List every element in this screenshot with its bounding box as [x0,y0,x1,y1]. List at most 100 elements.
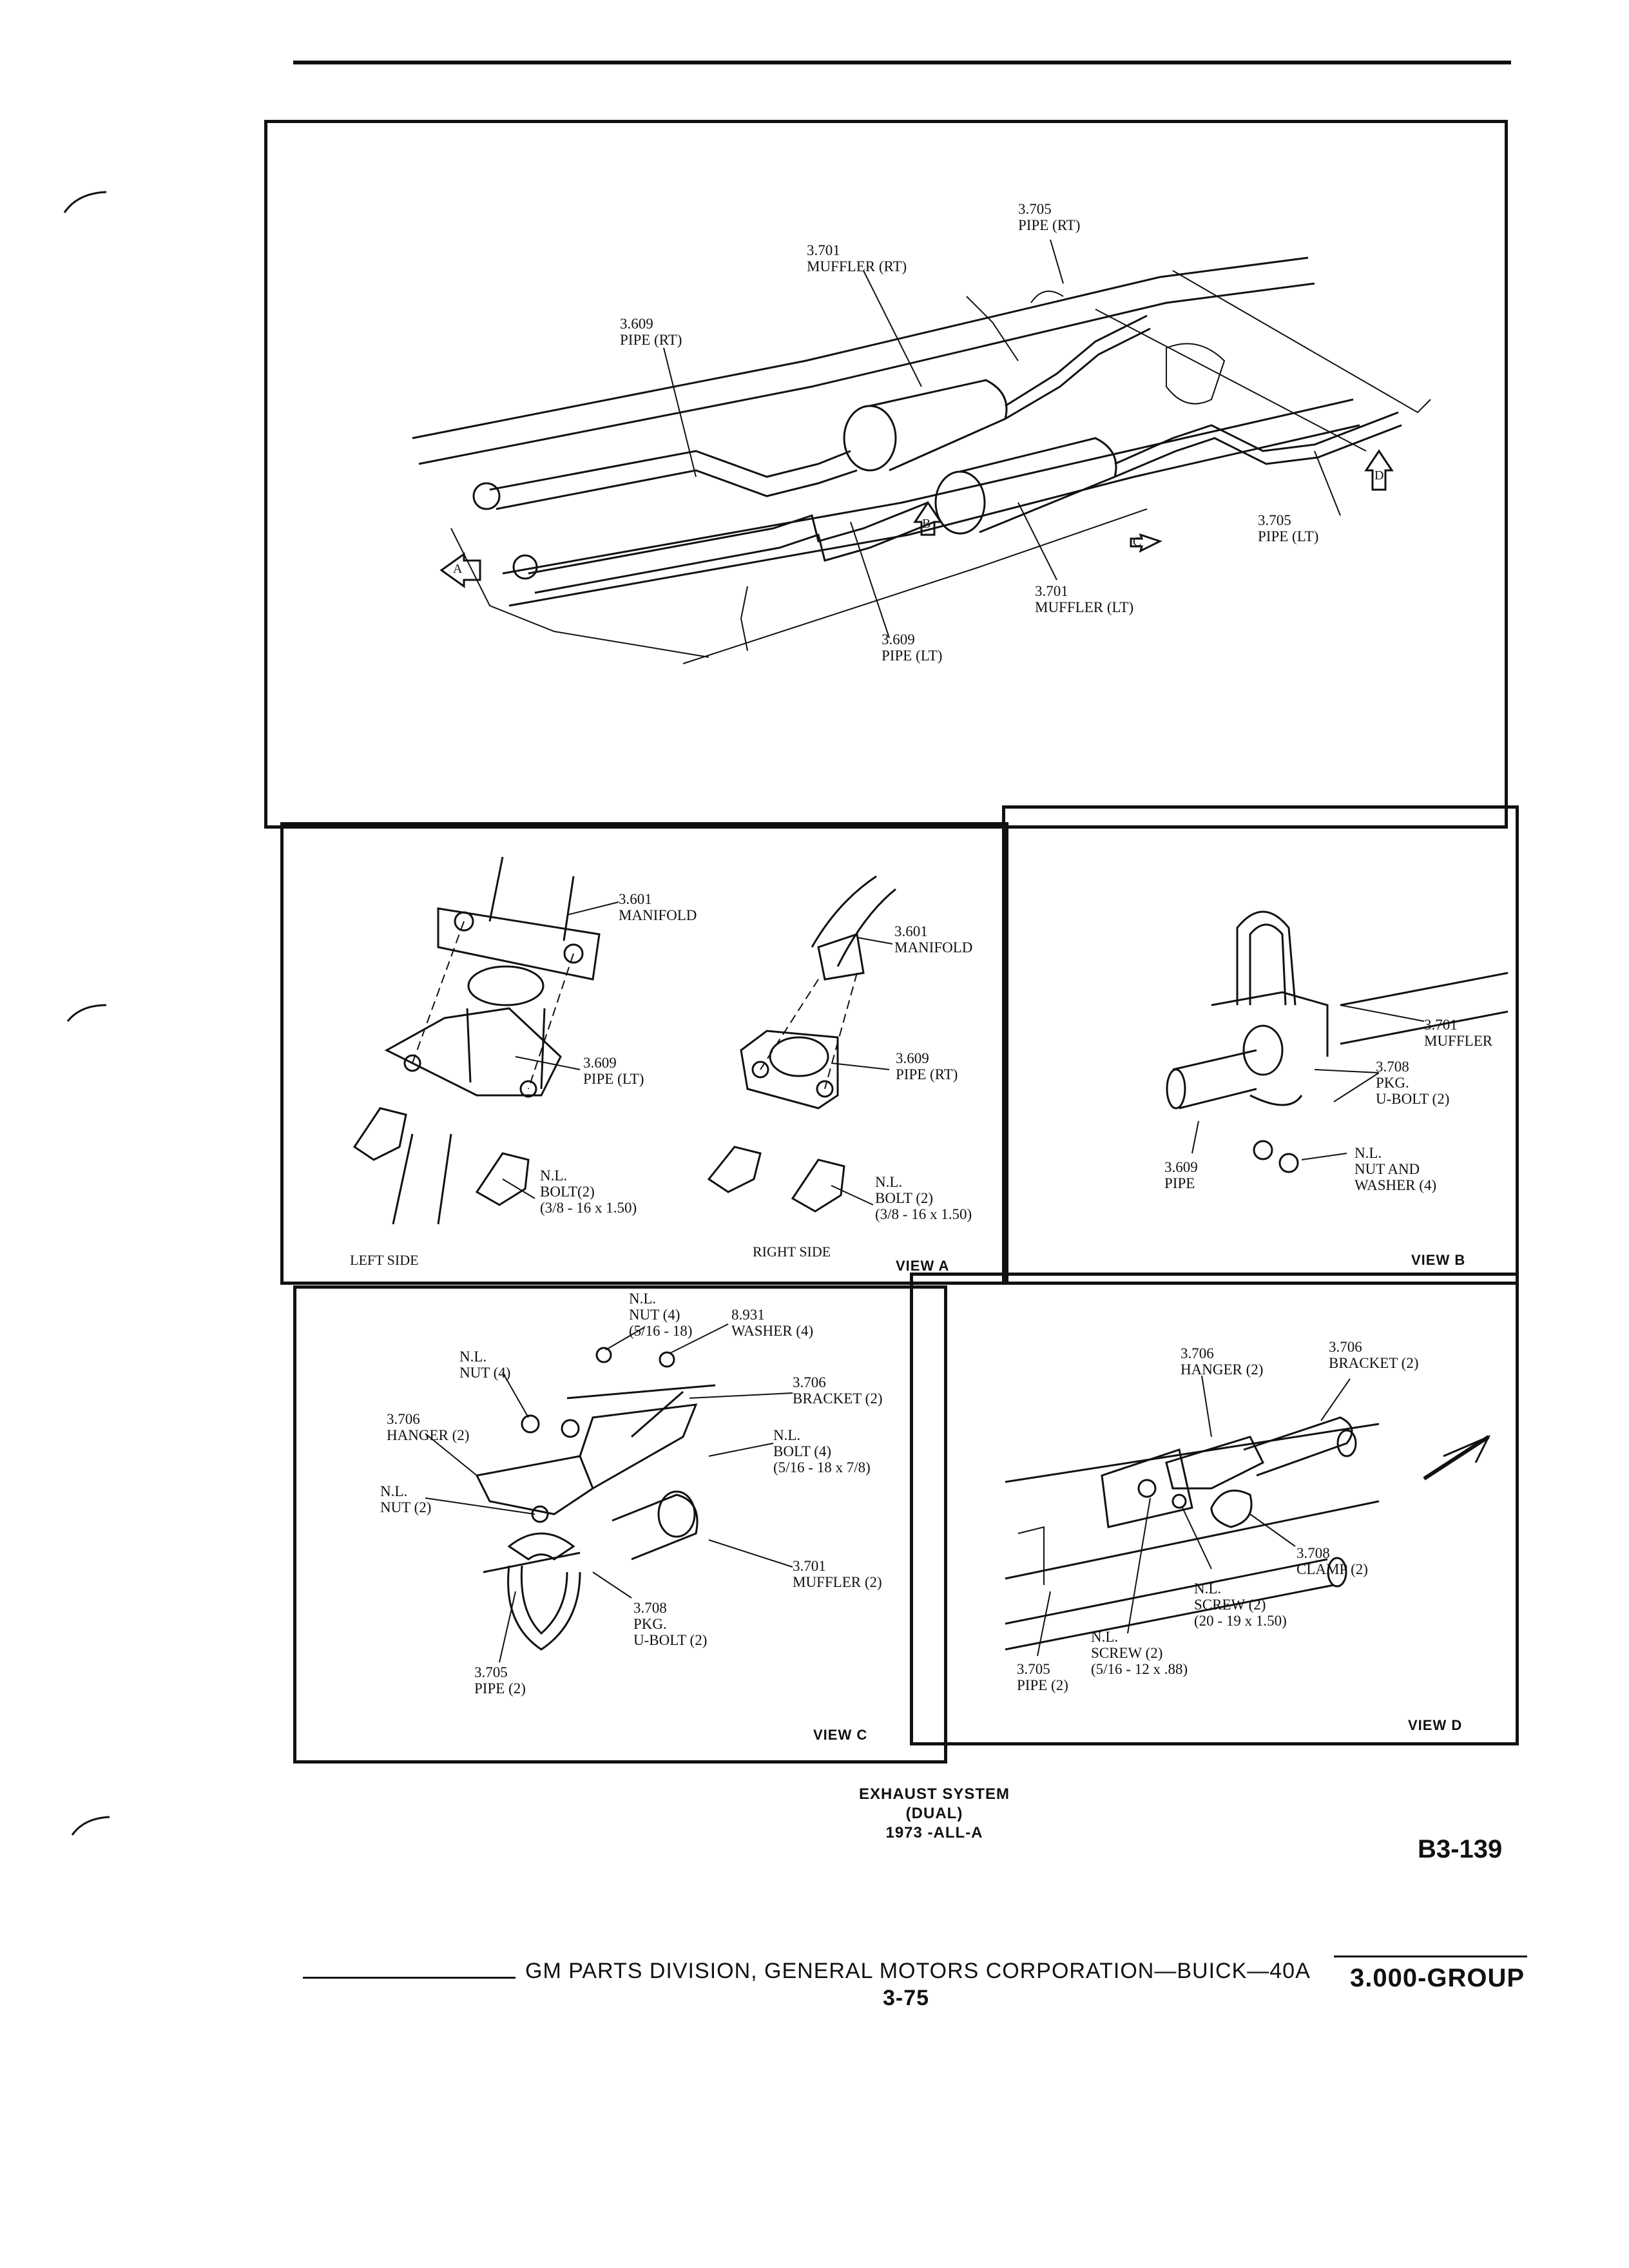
label-name: PKG. [633,1616,667,1632]
view-c-label-pipe: 3.705 PIPE (2) [474,1664,526,1696]
label-name: CLAMP (2) [1296,1561,1368,1577]
label-spec: (20 - 19 x 1.50) [1194,1613,1287,1629]
view-b-frame [1002,805,1519,1285]
view-d-frame [910,1273,1519,1745]
label-number: 3.706 [1181,1345,1214,1361]
label-number: 8.931 [731,1307,765,1323]
label-extra: WASHER (4) [1354,1177,1437,1193]
caption-title: EXHAUST SYSTEM [858,1785,1010,1803]
view-a-label-manifold-right: 3.601 MANIFOLD [894,923,972,956]
label-number: 3.609 [583,1055,617,1071]
label-name: PIPE (LT) [583,1071,644,1087]
label-number: 3.706 [1329,1339,1362,1355]
view-marker-a: A [453,562,463,576]
label-number: 3.705 [1018,201,1052,217]
top-rule [293,61,1511,64]
view-marker-b: B [922,517,931,531]
label-number: N.L. [773,1427,801,1443]
view-c-label-bolt: N.L. BOLT (4) (5/16 - 18 x 7/8) [773,1427,871,1475]
label-number: 3.705 [1017,1661,1050,1677]
view-c-label-nut-top: N.L. NUT (4) (5/16 - 18) [629,1291,692,1339]
view-a-left-side-caption: LEFT SIDE [350,1252,419,1268]
label-number: 3.701 [807,242,840,258]
label-name: BOLT (4) [773,1443,832,1459]
view-a-label-bolt-left: N.L. BOLT(2) (3/8 - 16 x 1.50) [540,1168,637,1216]
main-view-frame [264,120,1508,829]
label-number: 3.701 [793,1558,826,1574]
label-number: N.L. [540,1168,568,1184]
label-name: HANGER (2) [1181,1361,1264,1378]
view-c-label-hanger: 3.706 HANGER (2) [387,1411,469,1443]
label-name: NUT (2) [380,1499,432,1515]
view-c-title: VIEW C [813,1727,868,1743]
footer-page-number: 3-75 [883,1986,930,2010]
view-c-frame [293,1285,947,1763]
view-c-label-washer: 8.931 WASHER (4) [731,1307,813,1339]
view-d-label-screw-upper: N.L. SCREW (2) (20 - 19 x 1.50) [1194,1581,1287,1629]
view-c-label-muffler: 3.701 MUFFLER (2) [793,1558,882,1590]
main-label-muffler-rt: 3.701 MUFFLER (RT) [807,242,907,274]
label-number: 3.705 [1258,512,1291,528]
view-d-label-clamp: 3.708 CLAMP (2) [1296,1545,1368,1577]
view-a-label-pipe-lt: 3.609 PIPE (LT) [583,1055,644,1087]
caption-subtitle: (DUAL) [905,1805,963,1822]
footer-rule-left [303,1977,516,1979]
view-b-label-muffler: 3.701 MUFFLER [1424,1017,1492,1049]
label-extra: U-BOLT (2) [1376,1091,1450,1107]
label-name: PIPE (RT) [620,332,682,348]
label-number: 3.609 [882,631,915,648]
main-label-pipe-lt-3705: 3.705 PIPE (LT) [1258,512,1318,544]
label-number: 3.706 [387,1411,420,1427]
label-name: PIPE (RT) [896,1066,958,1082]
label-name: HANGER (2) [387,1427,470,1443]
label-spec: (5/16 - 12 x .88) [1091,1661,1188,1677]
label-number: N.L. [380,1483,408,1499]
footer-rule-right [1334,1956,1527,1957]
label-name: BRACKET (2) [793,1390,883,1407]
label-number: 3.609 [896,1050,929,1066]
label-name: SCREW (2) [1194,1597,1266,1613]
label-name: MANIFOLD [894,939,973,956]
footer-division: GM PARTS DIVISION, GENERAL MOTORS CORPOR… [525,1959,1311,1983]
label-name: PIPE (LT) [882,648,943,664]
main-label-muffler-lt: 3.701 MUFFLER (LT) [1035,583,1133,615]
label-name: WASHER (4) [731,1323,814,1339]
view-a-right-side-caption: RIGHT SIDE [753,1244,831,1260]
label-name: BOLT(2) [540,1184,595,1200]
view-a-frame [280,822,1008,1285]
figure-caption: EXHAUST SYSTEM (DUAL) 1973 -ALL-A [805,1785,1063,1843]
view-d-label-hanger: 3.706 HANGER (2) [1181,1345,1263,1378]
view-b-label-pipe: 3.609 PIPE [1164,1159,1198,1191]
label-number: N.L. [459,1349,487,1365]
label-name: MUFFLER (RT) [807,258,907,274]
label-name: PIPE (2) [1017,1677,1068,1693]
label-name: MUFFLER (2) [793,1574,882,1590]
label-number: N.L. [629,1291,657,1307]
label-number: 3.706 [793,1374,826,1390]
label-spec: (5/16 - 18 x 7/8) [773,1459,871,1475]
view-a-label-pipe-rt: 3.609 PIPE (RT) [896,1050,958,1082]
view-marker-d: D [1374,468,1384,483]
view-b-label-ubolt: 3.708 PKG. U-BOLT (2) [1376,1059,1449,1107]
footer-group: 3.000-GROUP [1350,1964,1525,1992]
caption-year: 1973 -ALL-A [885,1824,983,1841]
label-name: PKG. [1376,1075,1409,1091]
label-number: 3.601 [894,923,928,939]
label-number: N.L. [875,1174,903,1190]
view-c-label-nut-left: N.L. NUT (4) [459,1349,510,1381]
label-name: BOLT (2) [875,1190,934,1206]
label-name: PIPE (RT) [1018,217,1081,233]
label-number: 3.701 [1035,583,1068,599]
view-b-label-nut-washer: N.L. NUT AND WASHER (4) [1354,1145,1436,1193]
view-marker-c: C [1133,535,1142,549]
view-c-label-bracket: 3.706 BRACKET (2) [793,1374,883,1407]
label-name: BRACKET (2) [1329,1355,1419,1371]
label-name: PIPE (LT) [1258,528,1319,544]
main-label-pipe-lt-3609: 3.609 PIPE (LT) [882,631,942,664]
view-d-label-pipe: 3.705 PIPE (2) [1017,1661,1068,1693]
